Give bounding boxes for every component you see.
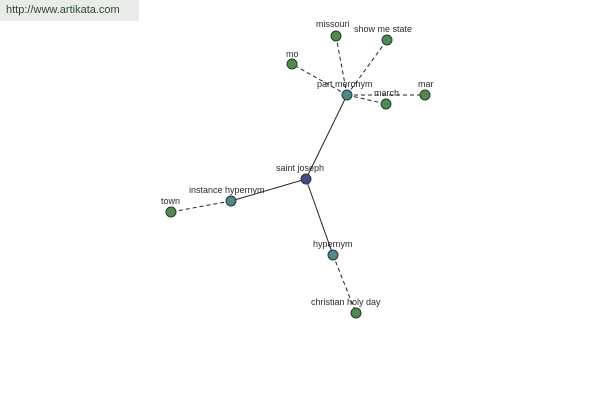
node-label-hypernym: hypernym bbox=[313, 239, 353, 249]
edge-root-hypernym bbox=[305, 178, 334, 256]
edge-part-meronym-missouri bbox=[335, 35, 348, 96]
node-march[interactable] bbox=[380, 98, 392, 110]
edge-part-meronym-show-me-state bbox=[346, 39, 388, 96]
edge-root-instance-hypernym bbox=[230, 178, 307, 202]
node-show-me-state[interactable] bbox=[381, 34, 393, 46]
node-missouri[interactable] bbox=[330, 30, 342, 42]
node-label-part-meronym: part meronym bbox=[317, 79, 373, 89]
node-town[interactable] bbox=[165, 206, 177, 218]
url-link[interactable]: http://www.artikata.com bbox=[6, 4, 120, 16]
node-instance-hypernym[interactable] bbox=[225, 195, 237, 207]
node-part-meronym[interactable] bbox=[341, 89, 353, 101]
edge-instance-hypernym-town bbox=[170, 200, 232, 213]
node-label-missouri: missouri bbox=[316, 19, 350, 29]
node-label-saint-joseph: saint joseph bbox=[276, 163, 324, 173]
node-label-show-me-state: show me state bbox=[354, 24, 412, 34]
node-christian-holy-day[interactable] bbox=[350, 307, 362, 319]
url-banner: http://www.artikata.com bbox=[0, 0, 139, 21]
node-label-mar: mar bbox=[418, 79, 434, 89]
node-mar[interactable] bbox=[419, 89, 431, 101]
node-hypernym[interactable] bbox=[327, 249, 339, 261]
node-label-instance-hypernym: instance hypernym bbox=[189, 185, 265, 195]
node-label-town: town bbox=[161, 196, 180, 206]
edge-part-meronym-mo bbox=[291, 63, 348, 96]
node-mo[interactable] bbox=[286, 58, 298, 70]
edge-root-part-meronym bbox=[305, 94, 348, 180]
edge-hypernym-christian-holy-day bbox=[332, 254, 357, 314]
node-label-mo: mo bbox=[286, 49, 299, 59]
node-label-march: march bbox=[374, 88, 399, 98]
node-saint-joseph[interactable] bbox=[300, 173, 312, 185]
node-label-christian-holy-day: christian holy day bbox=[311, 297, 381, 307]
